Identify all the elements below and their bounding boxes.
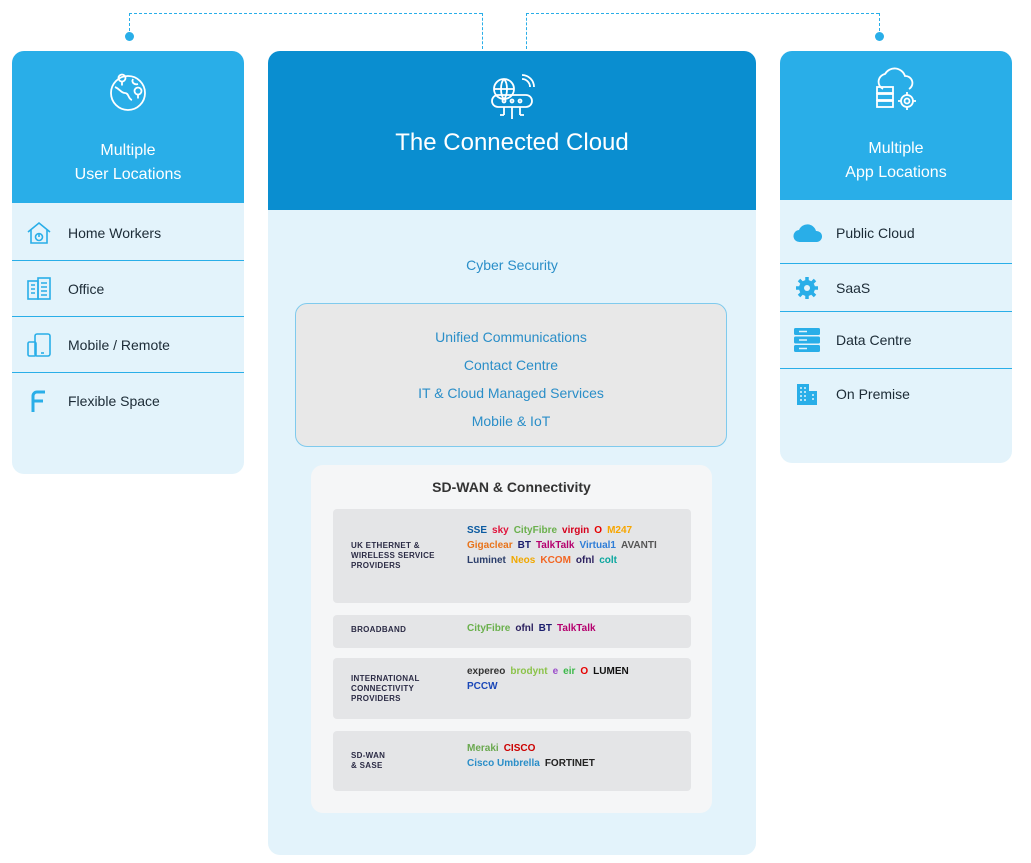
provider-logo: O	[580, 666, 589, 677]
server-icon	[792, 325, 822, 355]
provider-logo: M247	[607, 525, 633, 536]
provider-logo: PCCW	[467, 681, 498, 692]
app-location-public-cloud[interactable]: Public Cloud	[780, 202, 1012, 264]
app-location-label: SaaS	[836, 279, 871, 296]
user-location-label: Flexible Space	[68, 393, 160, 409]
provider-group-title: SD-WAN & SASE	[351, 751, 386, 770]
user-location-label: Office	[68, 280, 105, 297]
connector-left-drop	[482, 13, 483, 49]
provider-logo: TalkTalk	[557, 623, 596, 634]
provider-group-broadband: BROADBAND CityFibre ofnl BT TalkTalk	[333, 615, 691, 648]
provider-group-title: BROADBAND	[351, 625, 407, 634]
provider-group-sdwan-sase: SD-WAN & SASE Meraki CISCO Cisco Umbrella F…	[333, 731, 691, 791]
app-locations-list: Public Cloud SaaS Data Centre On Premise	[780, 200, 1012, 419]
services-box: Unified Communications Contact Centre IT…	[295, 303, 727, 447]
provider-logo: LUMEN	[593, 666, 629, 677]
app-location-label: On Premise	[836, 386, 910, 402]
provider-logo: BT	[538, 623, 553, 634]
provider-group-title: UK ETHERNET & WIRELESS SERVICE PROVIDERS	[351, 541, 435, 570]
app-location-label: Data Centre	[836, 332, 912, 348]
user-location-flexible-space[interactable]: Flexible Space	[12, 373, 244, 429]
user-location-home-workers[interactable]: Home Workers	[12, 205, 244, 261]
user-locations-list: Home Workers Office Mobile / Remote Flex…	[12, 203, 244, 429]
mobile-tablet-icon	[24, 330, 54, 360]
provider-logo: e	[552, 666, 559, 677]
provider-logo: Cisco Umbrella	[467, 758, 540, 769]
provider-logo: CISCO	[503, 743, 536, 754]
globe-location-icon	[12, 51, 244, 121]
provider-group-uk-ethernet: UK ETHERNET & WIRELESS SERVICE PROVIDERS…	[333, 509, 691, 603]
app-location-data-centre[interactable]: Data Centre	[780, 312, 1012, 369]
sdwan-title: SD-WAN & Connectivity	[432, 479, 591, 495]
sdwan-connectivity-box: SD-WAN & Connectivity UK ETHERNET & WIRE…	[311, 465, 712, 813]
provider-logo: CityFibre	[467, 623, 511, 634]
home-icon	[24, 218, 54, 248]
service-mobile-iot[interactable]: Mobile & IoT	[471, 413, 551, 429]
provider-logo: FORTINET	[544, 758, 595, 769]
provider-logo: sky	[492, 525, 509, 536]
app-locations-title-line1: Multiple	[868, 140, 924, 157]
app-locations-panel: Multiple App Locations Public Cloud SaaS…	[780, 51, 1012, 463]
provider-group-international: INTERNATIONAL CONNECTIVITY PROVIDERS exp…	[333, 658, 691, 719]
provider-logos: Meraki CISCO Cisco Umbrella FORTINET	[467, 741, 617, 771]
provider-logo: SSE	[467, 525, 488, 536]
provider-logo: TalkTalk	[535, 540, 575, 551]
provider-logo: ofnl	[515, 623, 534, 634]
provider-logo: Luminet	[467, 555, 506, 566]
app-location-label: Public Cloud	[836, 224, 915, 241]
cloud-icon	[792, 218, 822, 248]
service-contact-centre[interactable]: Contact Centre	[463, 357, 559, 373]
user-locations-panel: Multiple User Locations Home Workers Off…	[12, 51, 244, 474]
provider-logo: ofnl	[575, 555, 595, 566]
app-locations-header: Multiple App Locations	[780, 51, 1012, 200]
user-locations-header: Multiple User Locations	[12, 51, 244, 203]
connected-cloud-title: The Connected Cloud	[395, 129, 629, 156]
connected-cloud-panel: The Connected Cloud Cyber Security Unifi…	[268, 51, 756, 855]
provider-logo: KCOM	[540, 555, 571, 566]
provider-logo: AVANTI	[620, 540, 657, 551]
app-locations-title-line2: App Locations	[845, 164, 947, 181]
flexible-f-icon	[24, 386, 54, 416]
provider-logo: expereo	[467, 666, 506, 677]
provider-logo: BT	[517, 540, 531, 551]
connector-left-horizontal	[129, 13, 482, 14]
connector-left-dot	[125, 32, 134, 41]
provider-logo: eir	[563, 666, 576, 677]
connector-right-dot	[875, 32, 884, 41]
app-location-on-premise[interactable]: On Premise	[780, 369, 1012, 419]
connector-left-vertical	[129, 13, 130, 36]
provider-logo: Virtual1	[579, 540, 616, 551]
user-location-label: Home Workers	[68, 224, 162, 241]
user-location-mobile-remote[interactable]: Mobile / Remote	[12, 317, 244, 373]
provider-logo: Gigaclear	[467, 540, 513, 551]
provider-logo: CityFibre	[513, 525, 558, 536]
connector-right-horizontal	[526, 13, 879, 14]
connector-right-drop	[526, 13, 527, 49]
provider-logo: Meraki	[467, 743, 499, 754]
provider-logo: O	[594, 525, 603, 536]
provider-group-title: INTERNATIONAL CONNECTIVITY PROVIDERS	[351, 674, 420, 703]
building-icon	[792, 379, 822, 409]
connector-right-vertical	[879, 13, 880, 36]
user-locations-title-line2: User Locations	[74, 166, 182, 183]
building-icon	[24, 274, 54, 304]
cloud-network-icon	[268, 51, 756, 127]
service-unified-communications[interactable]: Unified Communications	[435, 329, 587, 345]
user-location-office[interactable]: Office	[12, 261, 244, 317]
connected-cloud-header: The Connected Cloud	[268, 51, 756, 210]
gear-icon	[792, 273, 822, 303]
provider-logo: virgin	[562, 525, 590, 536]
user-location-label: Mobile / Remote	[68, 336, 170, 353]
provider-logo: colt	[599, 555, 618, 566]
provider-logos: CityFibre ofnl BT TalkTalk	[467, 621, 677, 636]
service-it-cloud-managed[interactable]: IT & Cloud Managed Services	[418, 385, 604, 401]
app-location-saas[interactable]: SaaS	[780, 264, 1012, 312]
cyber-security-label[interactable]: Cyber Security	[466, 257, 558, 273]
user-locations-title-line1: Multiple	[100, 142, 156, 159]
provider-logo: Neos	[510, 555, 536, 566]
provider-logo: brodynt	[510, 666, 548, 677]
cloud-server-gear-icon	[780, 51, 1012, 117]
